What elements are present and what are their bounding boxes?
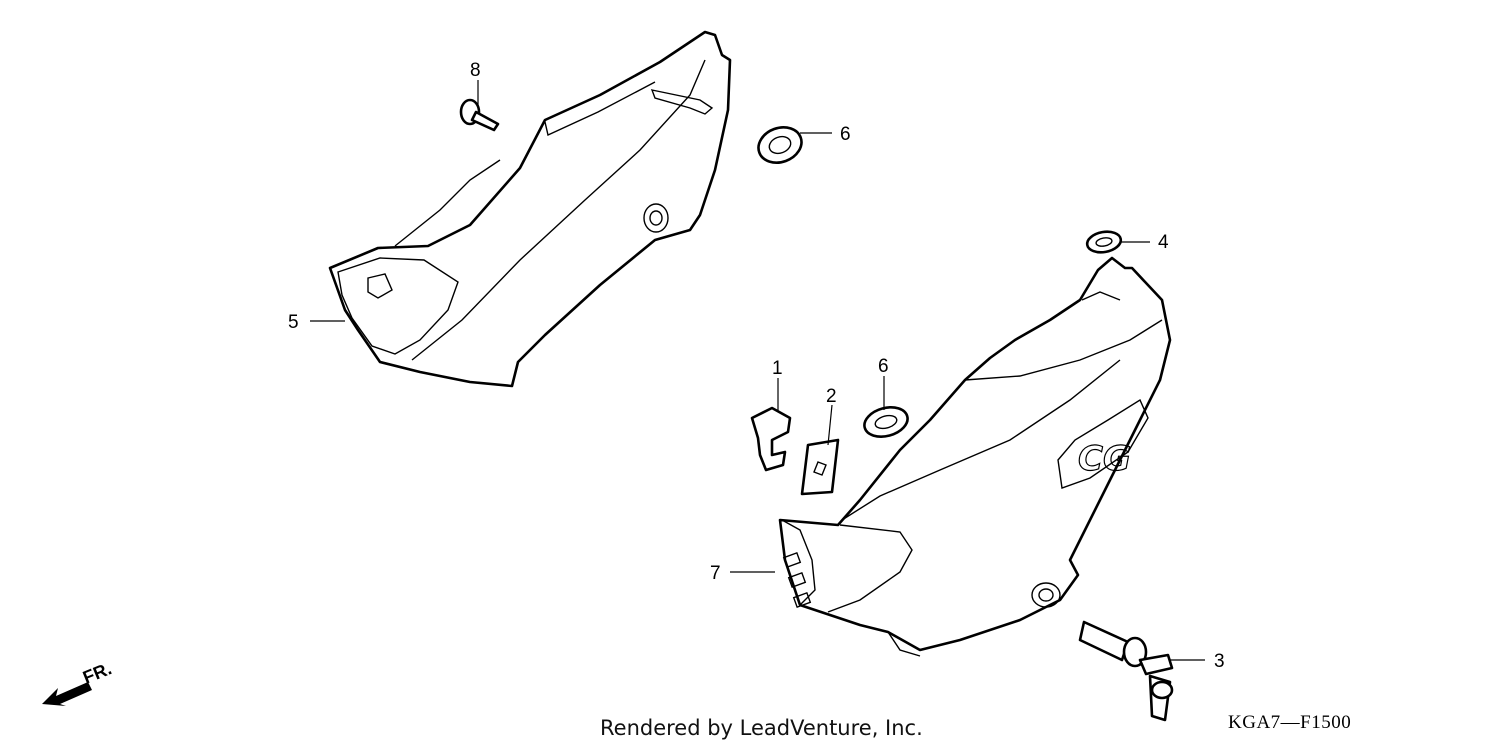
grommet-upper[interactable]: [754, 122, 807, 169]
callout-3: 3: [1214, 651, 1225, 672]
plate-part[interactable]: [800, 438, 840, 496]
front-marker-label: FR.: [80, 658, 114, 687]
callout-6-upper: 6: [840, 124, 851, 145]
callout-7: 7: [710, 563, 721, 584]
callout-6-lower: 6: [878, 356, 889, 377]
callout-5: 5: [288, 312, 299, 333]
grommet-4[interactable]: [1085, 229, 1123, 255]
callout-8: 8: [470, 60, 481, 81]
bolt-8[interactable]: [459, 98, 500, 132]
callout-2: 2: [826, 386, 837, 407]
front-arrow-icon: FR.: [42, 658, 114, 706]
diagram-code: KGA7—F1500: [1228, 712, 1352, 733]
right-side-cover[interactable]: CG: [778, 256, 1172, 657]
grommet-lower[interactable]: [861, 403, 911, 441]
cg-logo: CG: [1078, 439, 1131, 479]
callout-4: 4: [1158, 232, 1169, 253]
callout-1: 1: [772, 358, 783, 379]
key-lock-3[interactable]: [1078, 620, 1174, 722]
render-credit: Rendered by LeadVenture, Inc.: [600, 716, 923, 740]
clip-part[interactable]: [750, 406, 792, 472]
left-side-cover[interactable]: [328, 30, 732, 388]
